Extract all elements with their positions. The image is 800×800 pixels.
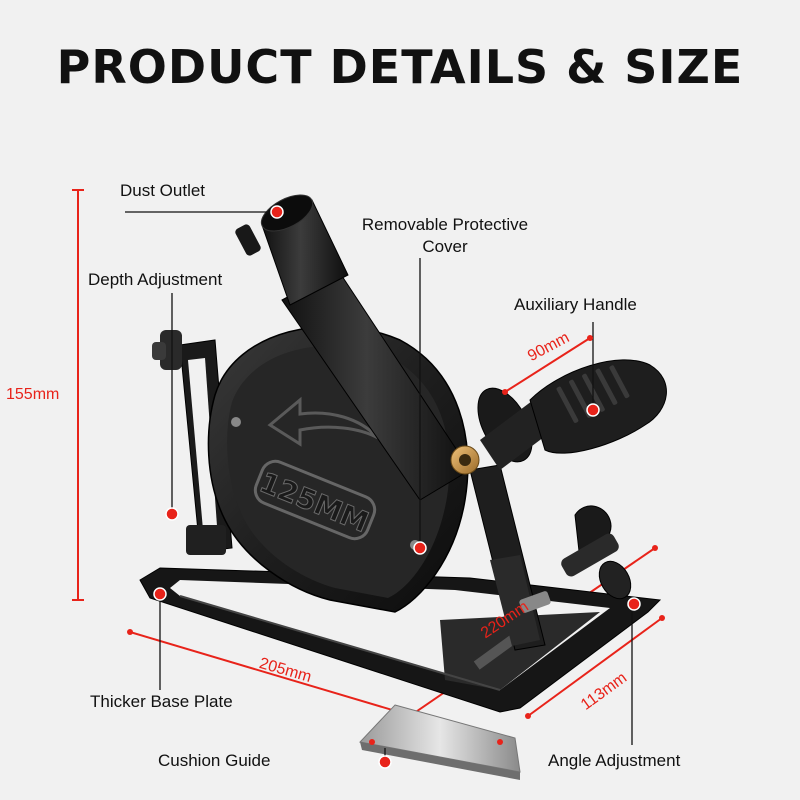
- label-removable-cover-line1: Removable Protective: [361, 215, 529, 234]
- label-dust-outlet: Dust Outlet: [120, 181, 206, 200]
- marker-angle-adjustment: [627, 597, 641, 611]
- marker-dust-outlet: [270, 205, 284, 219]
- dimension-endpoints: [127, 335, 665, 745]
- marker-base-plate: [153, 587, 167, 601]
- marker-cushion-guide: [378, 755, 392, 769]
- height-dimension-line: [72, 189, 84, 601]
- label-angle-adjustment: Angle Adjustment: [548, 751, 681, 770]
- label-removable-protective-cover: Removable Protective Cover: [340, 215, 550, 257]
- base-width-dimension-line: [527, 617, 663, 717]
- cushion-guide-blade: [359, 704, 521, 780]
- label-depth-adjustment: Depth Adjustment: [88, 270, 223, 289]
- marker-auxiliary-handle: [586, 403, 600, 417]
- callout-markers: [153, 205, 641, 769]
- handle-dimension-line: [504, 337, 591, 393]
- label-thicker-base-plate: Thicker Base Plate: [90, 692, 233, 711]
- leader-lines: [125, 211, 633, 762]
- label-auxiliary-handle: Auxiliary Handle: [514, 295, 637, 314]
- dimension-height: 155mm: [6, 386, 60, 403]
- marker-depth-adjustment: [165, 507, 179, 521]
- marker-protective-cover: [413, 541, 427, 555]
- auxiliary-handle: [477, 359, 667, 470]
- angle-adjustment-knob: [561, 505, 632, 600]
- label-removable-cover-line2: Cover: [422, 237, 468, 256]
- handle-support-arm: [450, 445, 551, 651]
- label-cushion-guide: Cushion Guide: [158, 751, 271, 770]
- page-title: PRODUCT DETAILS & SIZE: [56, 40, 744, 94]
